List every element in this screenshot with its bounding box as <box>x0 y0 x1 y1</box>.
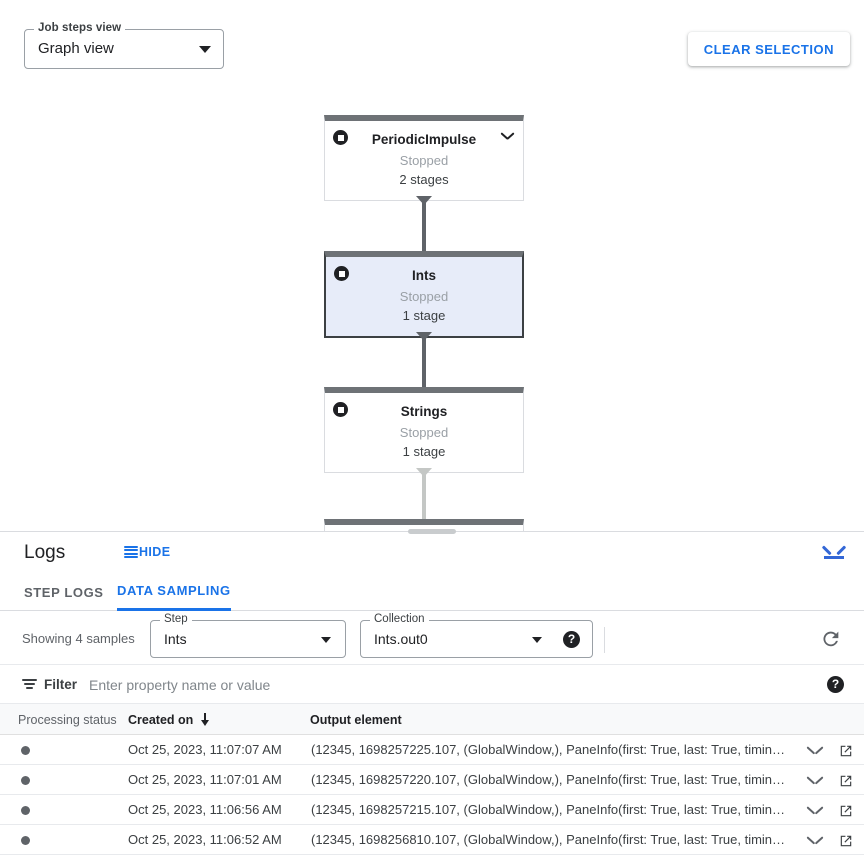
table-row[interactable]: Oct 25, 2023, 11:07:01 AM (12345, 169825… <box>0 765 864 795</box>
step-select-label: Step <box>160 613 192 625</box>
chevron-down-icon[interactable] <box>501 132 514 140</box>
cell-created-on: Oct 25, 2023, 11:07:01 AM <box>128 772 282 787</box>
chevron-down-icon <box>321 637 331 643</box>
node-status: Stopped <box>399 425 449 440</box>
graph-node-strings[interactable]: Strings Stopped 1 stage <box>324 387 524 473</box>
status-dot-icon <box>21 746 30 755</box>
stopped-icon <box>333 130 348 145</box>
table-header-row: Processing status Created on Output elem… <box>0 704 864 735</box>
column-header-created-on[interactable]: Created on <box>128 712 211 728</box>
filter-label: Filter <box>44 677 78 692</box>
stopped-icon <box>334 266 349 281</box>
step-select-value: Ints <box>164 631 187 647</box>
expand-row-chevron-down-icon[interactable] <box>807 776 823 785</box>
graph-node-ints[interactable]: Ints Stopped 1 stage <box>324 251 524 338</box>
tab-data-sampling[interactable]: DATA SAMPLING <box>117 573 231 611</box>
refresh-icon[interactable] <box>820 628 842 650</box>
cell-created-on: Oct 25, 2023, 11:06:56 AM <box>128 802 282 817</box>
help-icon[interactable]: ? <box>563 631 580 648</box>
cell-output-element: (12345, 1698256810.107, (GlobalWindow,),… <box>311 832 791 847</box>
tab-step-logs[interactable]: STEP LOGS <box>24 584 104 600</box>
vertical-divider <box>604 627 605 653</box>
expand-row-chevron-down-icon[interactable] <box>807 836 823 845</box>
collection-select-label: Collection <box>370 613 429 625</box>
job-steps-view-value: Graph view <box>38 40 114 57</box>
help-icon[interactable]: ? <box>827 676 844 693</box>
job-steps-view-select[interactable]: Job steps view Graph view <box>24 22 224 69</box>
collapse-panel-icon[interactable] <box>822 543 846 565</box>
list-icon <box>124 546 138 558</box>
clear-selection-button[interactable]: CLEAR SELECTION <box>687 32 850 66</box>
node-stages: 1 stage <box>402 308 446 323</box>
stopped-icon <box>333 402 348 417</box>
filter-row: Filter ? <box>0 665 864 704</box>
graph-node-periodicimpulse[interactable]: PeriodicImpulse Stopped 2 stages <box>324 115 524 201</box>
node-status: Stopped <box>399 153 449 168</box>
job-graph-pane: Job steps view Graph view CLEAR SELECTIO… <box>0 0 864 532</box>
logs-tabs: STEP LOGS DATA SAMPLING <box>0 573 864 611</box>
node-title: Ints <box>411 268 436 283</box>
column-header-processing-status: Processing status <box>18 713 117 727</box>
sort-descending-icon <box>199 713 211 727</box>
column-header-output-element: Output element <box>310 713 402 727</box>
cell-created-on: Oct 25, 2023, 11:06:52 AM <box>128 832 282 847</box>
filter-icon <box>22 679 37 690</box>
node-title: Strings <box>400 404 448 419</box>
cell-created-on: Oct 25, 2023, 11:07:07 AM <box>128 742 282 757</box>
logs-title: Logs <box>24 542 66 563</box>
open-in-new-icon[interactable] <box>839 804 853 818</box>
hide-logs-button[interactable]: HIDE <box>124 545 170 559</box>
graph-edge <box>422 469 426 521</box>
collection-select-value: Ints.out0 <box>374 631 428 647</box>
cell-output-element: (12345, 1698257215.107, (GlobalWindow,),… <box>311 802 791 817</box>
table-row[interactable]: Oct 25, 2023, 11:07:07 AM (12345, 169825… <box>0 735 864 765</box>
samples-table: Processing status Created on Output elem… <box>0 704 864 855</box>
open-in-new-icon[interactable] <box>839 774 853 788</box>
open-in-new-icon[interactable] <box>839 744 853 758</box>
graph-edge-arrow <box>416 468 432 477</box>
node-stages: 2 stages <box>399 172 449 187</box>
collection-select[interactable]: Collection Ints.out0 ? <box>360 613 593 658</box>
logs-panel: Logs HIDE STEP LOGS DATA SAMPLING Showin… <box>0 529 864 856</box>
node-status: Stopped <box>399 289 449 304</box>
node-title: PeriodicImpulse <box>371 132 477 147</box>
data-sampling-controls: Showing 4 samples Step Ints Collection I… <box>0 611 864 665</box>
open-in-new-icon[interactable] <box>839 834 853 848</box>
graph-edge-arrow <box>416 196 432 205</box>
cell-output-element: (12345, 1698257225.107, (GlobalWindow,),… <box>311 742 791 757</box>
hide-logs-label: HIDE <box>139 545 171 559</box>
expand-row-chevron-down-icon[interactable] <box>807 746 823 755</box>
cell-output-element: (12345, 1698257220.107, (GlobalWindow,),… <box>311 772 791 787</box>
status-dot-icon <box>21 806 30 815</box>
expand-row-chevron-down-icon[interactable] <box>807 806 823 815</box>
node-stages: 1 stage <box>402 444 446 459</box>
graph-edge <box>422 333 426 387</box>
graph-edge <box>422 197 426 251</box>
logs-header: Logs HIDE <box>0 532 864 573</box>
table-row[interactable]: Oct 25, 2023, 11:06:52 AM (12345, 169825… <box>0 825 864 855</box>
table-row[interactable]: Oct 25, 2023, 11:06:56 AM (12345, 169825… <box>0 795 864 825</box>
panel-resize-handle[interactable] <box>408 529 456 534</box>
step-select[interactable]: Step Ints <box>150 613 346 658</box>
graph-node-partial[interactable] <box>324 519 524 532</box>
job-steps-view-label: Job steps view <box>34 22 126 34</box>
column-header-created-on-label: Created on <box>128 713 194 727</box>
status-dot-icon <box>21 836 30 845</box>
filter-input[interactable] <box>87 676 787 694</box>
graph-edge-arrow <box>416 332 432 341</box>
chevron-down-icon <box>532 637 542 643</box>
chevron-down-icon <box>199 46 211 53</box>
showing-samples-text: Showing 4 samples <box>22 631 135 646</box>
status-dot-icon <box>21 776 30 785</box>
